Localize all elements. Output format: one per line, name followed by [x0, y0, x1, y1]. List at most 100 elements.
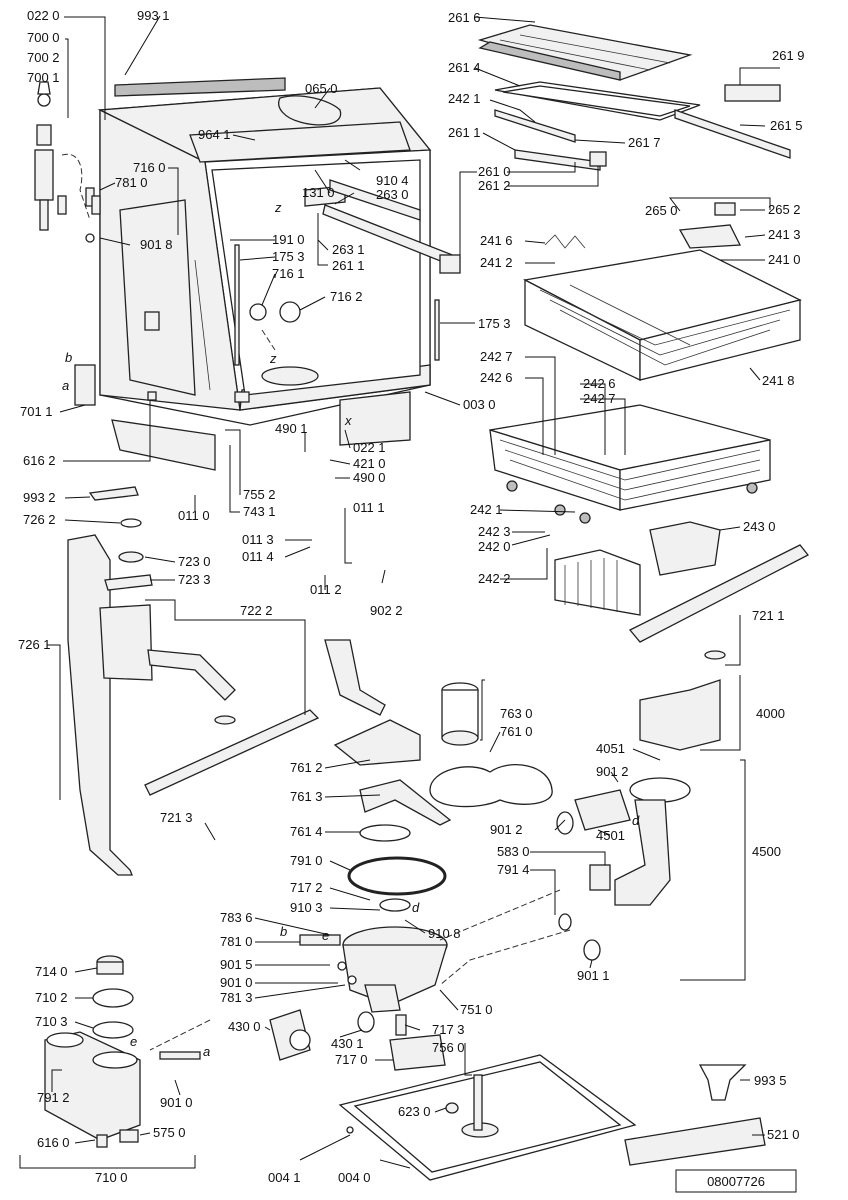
label-781-0: 781 0 — [115, 175, 148, 190]
label-721-1: 721 1 — [752, 608, 785, 623]
label-616-0: 616 0 — [37, 1135, 70, 1150]
label-242-6a: 242 6 — [480, 370, 513, 385]
label-700-2: 700 2 — [27, 50, 60, 65]
label-261-0: 261 0 — [478, 164, 511, 179]
label-242-1b: 242 1 — [470, 502, 503, 517]
label-791-2: 791 2 — [37, 1090, 70, 1105]
label-700-1: 700 1 — [27, 70, 60, 85]
water-inlet-parts — [34, 81, 101, 406]
label-131-0: 131 0 — [302, 185, 335, 200]
callout-b-1: b — [65, 350, 72, 365]
label-714-0: 714 0 — [35, 964, 68, 979]
label-783-6: 783 6 — [220, 910, 253, 925]
label-716-0: 716 0 — [133, 160, 166, 175]
filter-assembly — [324, 639, 553, 842]
label-910-8: 910 8 — [428, 926, 461, 941]
label-490-0: 490 0 — [353, 470, 386, 485]
label-261-9: 261 9 — [772, 48, 805, 63]
water-softener — [44, 955, 201, 1148]
label-521-0: 521 0 — [767, 1127, 800, 1142]
label-717-0: 717 0 — [335, 1052, 368, 1067]
label-4051: 4051 — [596, 741, 625, 756]
label-901-2b: 901 2 — [490, 822, 523, 837]
lower-basket — [489, 404, 771, 616]
callout-a-2: a — [203, 1044, 210, 1059]
label-761-2: 761 2 — [290, 760, 323, 775]
spray-arm-supply — [67, 486, 153, 876]
label-791-0: 791 0 — [290, 853, 323, 868]
label-191-0: 191 0 — [272, 232, 305, 247]
label-717-3: 717 3 — [432, 1022, 465, 1037]
label-261-2: 261 2 — [478, 178, 511, 193]
label-011-0: 011 0 — [178, 508, 210, 523]
callout-d-1: d — [632, 813, 640, 828]
label-004-1: 004 1 — [268, 1170, 301, 1185]
label-743-1: 743 1 — [243, 504, 276, 519]
label-003-0: 003 0 — [463, 397, 496, 412]
callout-d-2: d — [412, 900, 420, 915]
label-011-4: 011 4 — [242, 549, 274, 564]
label-430-0: 430 0 — [228, 1019, 261, 1034]
label-781-0b: 781 0 — [220, 934, 253, 949]
label-265-0: 265 0 — [645, 203, 678, 218]
label-781-3: 781 3 — [220, 990, 253, 1005]
label-901-0b: 901 0 — [160, 1095, 193, 1110]
label-022-0: 022 0 — [27, 8, 60, 23]
sump-assembly — [299, 856, 448, 1071]
label-421-0: 421 0 — [353, 456, 386, 471]
label-623-0: 623 0 — [398, 1104, 431, 1119]
label-575-0: 575 0 — [153, 1125, 186, 1140]
label-261-6: 261 6 — [448, 10, 481, 25]
label-716-1: 716 1 — [272, 266, 305, 281]
label-265-2: 265 2 — [768, 202, 801, 217]
label-910-3: 910 3 — [290, 900, 323, 915]
callout-a-1: a — [62, 378, 69, 393]
label-175-3b: 175 3 — [478, 316, 511, 331]
label-756-0: 756 0 — [432, 1040, 465, 1055]
label-901-8: 901 8 — [140, 237, 173, 252]
callout-x-1: x — [344, 413, 352, 428]
label-263-0: 263 0 — [376, 187, 409, 202]
label-993-2: 993 2 — [23, 490, 56, 505]
label-791-4: 791 4 — [497, 862, 530, 877]
label-751-0: 751 0 — [460, 1002, 493, 1017]
lower-spray-arm-right — [628, 544, 810, 660]
label-723-3: 723 3 — [178, 572, 211, 587]
label-901-0a: 901 0 — [220, 975, 253, 990]
label-243-0: 243 0 — [743, 519, 776, 534]
label-616-2: 616 2 — [23, 453, 56, 468]
label-4000: 4000 — [756, 706, 785, 721]
label-710-0: 710 0 — [95, 1170, 128, 1185]
label-261-7: 261 7 — [628, 135, 661, 150]
upper-basket — [522, 202, 802, 382]
label-242-3: 242 3 — [478, 524, 511, 539]
reference-number-box: 08007726 — [675, 1169, 797, 1193]
label-716-2: 716 2 — [330, 289, 363, 304]
label-993-5: 993 5 — [754, 1073, 787, 1088]
label-242-6b: 242 6 — [583, 376, 616, 391]
reference-number: 08007726 — [707, 1174, 765, 1189]
label-717-2: 717 2 — [290, 880, 323, 895]
label-011-3: 011 3 — [242, 532, 274, 547]
label-755-2: 755 2 — [243, 487, 276, 502]
label-583-0: 583 0 — [497, 844, 530, 859]
label-701-1: 701 1 — [20, 404, 53, 419]
label-722-2: 722 2 — [240, 603, 273, 618]
callout-z-2: z — [269, 351, 277, 366]
label-261-4: 261 4 — [448, 60, 481, 75]
label-011-2: 011 2 — [310, 582, 342, 597]
label-902-2: 902 2 — [370, 603, 403, 618]
label-261-5: 261 5 — [770, 118, 803, 133]
label-4500: 4500 — [752, 844, 781, 859]
label-723-0: 723 0 — [178, 554, 211, 569]
label-004-0: 004 0 — [338, 1170, 371, 1185]
label-241-0: 241 0 — [768, 252, 801, 267]
cutlery-tray — [477, 24, 693, 81]
label-430-1: 430 1 — [331, 1036, 364, 1051]
label-175-3a: 175 3 — [272, 249, 305, 264]
label-964-1: 964 1 — [198, 127, 231, 142]
label-910-4: 910 4 — [376, 173, 409, 188]
callout-letters: a b z z x d d e b e a — [62, 200, 640, 1059]
label-761-4: 761 4 — [290, 824, 323, 839]
